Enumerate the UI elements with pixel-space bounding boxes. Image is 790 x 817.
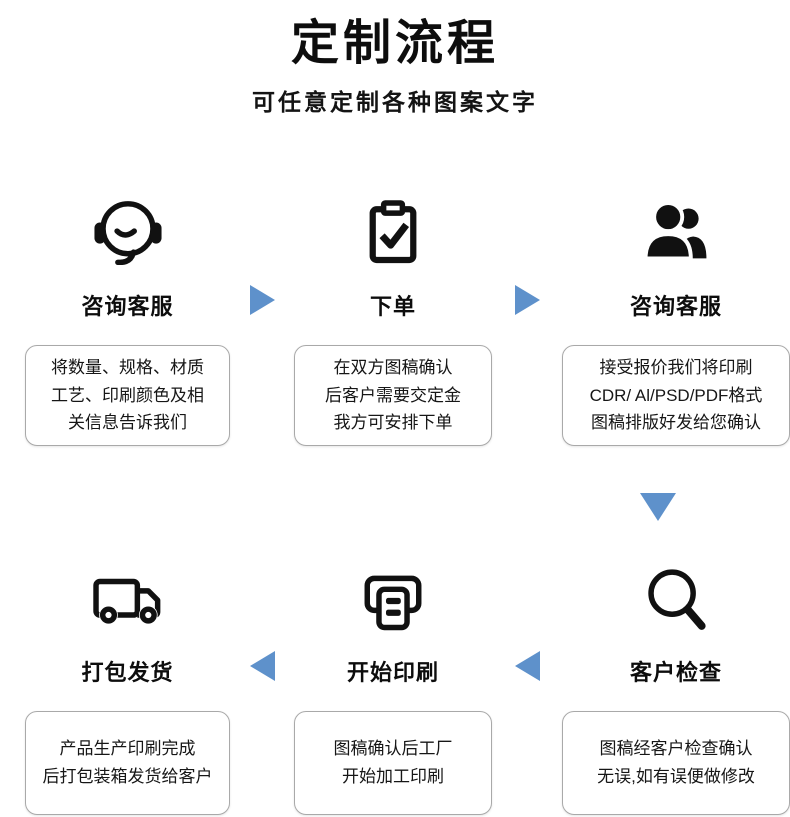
step-place-order: 下单 在双方图稿确认 后客户需要交定金 我方可安排下单	[294, 195, 492, 446]
description-line: 工艺、印刷颜色及相	[51, 385, 204, 405]
step-description-box: 图稿经客户检查确认 无误,如有误便做修改	[562, 710, 790, 815]
step-consult-service-1: 咨询客服 将数量、规格、材质 工艺、印刷颜色及相 关信息告诉我们	[25, 195, 230, 446]
description-line: 后客户需要交定金	[325, 385, 461, 405]
step-description-box: 接受报价我们将印刷 CDR/ Al/PSD/PDF格式 图稿排版好发给您确认	[562, 345, 790, 446]
clipboard-check-icon	[348, 195, 438, 275]
step-description-box: 产品生产印刷完成 后打包装箱发货给客户	[25, 710, 230, 815]
step-label: 打包发货	[81, 659, 174, 685]
flow-row-bottom: 打包发货 产品生产印刷完成 后打包装箱发货给客户 开始印刷 图稿确认后工厂	[0, 561, 790, 815]
step-label: 咨询客服	[629, 294, 722, 320]
description-line: 图稿经客户检查确认	[599, 739, 753, 759]
flow-row-top: 咨询客服 将数量、规格、材质 工艺、印刷颜色及相 关信息告诉我们 下单 在双方图…	[0, 195, 790, 446]
step-label: 开始印刷	[346, 659, 439, 685]
process-flow-diagram: 咨询客服 将数量、规格、材质 工艺、印刷颜色及相 关信息告诉我们 下单 在双方图…	[0, 195, 790, 815]
page-title: 定制流程	[290, 17, 499, 70]
flow-arrow-right-1	[230, 195, 294, 446]
magnifier-icon	[631, 561, 721, 641]
printer-icon	[348, 561, 438, 641]
flow-connector-row	[0, 446, 790, 561]
step-label: 下单	[369, 294, 416, 320]
step-customer-check: 客户检查 图稿经客户检查确认 无误,如有误便做修改	[562, 561, 790, 815]
arrow-left-icon	[249, 650, 275, 681]
arrow-right-icon	[514, 285, 540, 316]
step-start-printing: 开始印刷 图稿确认后工厂 开始加工印刷	[294, 561, 492, 815]
description-line: 图稿确认后工厂	[333, 739, 453, 759]
description-line: 接受报价我们将印刷	[599, 358, 753, 378]
arrow-right-icon	[249, 285, 275, 316]
people-icon	[631, 195, 721, 275]
step-description-box: 图稿确认后工厂 开始加工印刷	[294, 710, 492, 815]
description-line: 无误,如有误便做修改	[597, 766, 755, 786]
page-subtitle: 可任意定制各种图案文字	[252, 89, 538, 116]
flow-arrow-right-2	[492, 195, 562, 446]
page-header: 定制流程 可任意定制各种图案文字	[0, 0, 790, 117]
step-description-box: 在双方图稿确认 后客户需要交定金 我方可安排下单	[294, 345, 492, 446]
description-line: CDR/ Al/PSD/PDF格式	[589, 385, 763, 405]
step-label: 客户检查	[629, 659, 722, 685]
arrow-down-icon	[640, 492, 676, 521]
headset-icon	[83, 195, 173, 275]
step-description-box: 将数量、规格、材质 工艺、印刷颜色及相 关信息告诉我们	[25, 345, 230, 446]
description-line: 图稿排版好发给您确认	[591, 413, 761, 433]
description-line: 我方可安排下单	[333, 413, 453, 433]
description-line: 将数量、规格、材质	[51, 358, 204, 378]
description-line: 后打包装箱发货给客户	[42, 766, 213, 786]
step-pack-ship: 打包发货 产品生产印刷完成 后打包装箱发货给客户	[25, 561, 230, 815]
flow-arrow-left-1	[230, 561, 294, 815]
description-line: 关信息告诉我们	[68, 413, 187, 433]
description-line: 产品生产印刷完成	[59, 739, 196, 759]
arrow-left-icon	[514, 650, 540, 681]
flow-arrow-left-2	[492, 561, 562, 815]
description-line: 在双方图稿确认	[333, 358, 453, 378]
truck-icon	[83, 561, 173, 641]
step-label: 咨询客服	[81, 294, 174, 320]
step-consult-service-2: 咨询客服 接受报价我们将印刷 CDR/ Al/PSD/PDF格式 图稿排版好发给…	[562, 195, 790, 446]
description-line: 开始加工印刷	[342, 766, 444, 786]
